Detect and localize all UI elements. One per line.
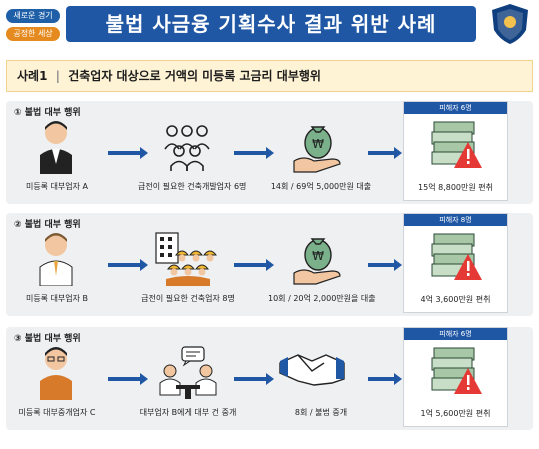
- section-3-profit: 1억 5,600만원 편취: [420, 409, 491, 418]
- arrow-icon: [234, 259, 274, 271]
- arrow-icon: [234, 373, 274, 385]
- lender-b-icon: [39, 233, 73, 286]
- money-bag-hand-icon: ₩: [293, 126, 341, 173]
- case-title-bar: 사례1 | 건축업자 대상으로 거액의 미등록 고금리 대부행위: [6, 60, 533, 92]
- section-1: ① 불법 대부 행위 미등록 대부업자 A 급전이 필요한 건축개발업자 6명 …: [6, 101, 533, 204]
- arrow-icon: [234, 147, 274, 159]
- header: 새로운 경기 공정한 세상 불법 사금융 기획수사 결과 위반 사례: [0, 0, 539, 50]
- section-2-victim-box: 피해자 8명 4억 3,600만원 편취: [403, 213, 508, 313]
- arrow-icon: [108, 259, 148, 271]
- arrow-icon: [368, 373, 402, 385]
- section-2-header: ② 불법 대부 행위: [14, 220, 81, 230]
- svg-text:₩: ₩: [312, 137, 324, 151]
- section-3-loan: 8회 / 불법 중개: [294, 408, 348, 417]
- arrow-icon: [108, 373, 148, 385]
- arrow-icon: [108, 147, 148, 159]
- brand-tag-new-gyeonggi: 새로운 경기: [6, 9, 60, 23]
- section-3-victims: 피해자 6명: [404, 328, 507, 340]
- section-2-loan: 10회 / 20억 2,000만원을 대출: [268, 294, 376, 303]
- developers-group-icon: [164, 125, 210, 171]
- section-2-profit: 4억 3,600만원 편취: [420, 295, 491, 304]
- section-3-header: ③ 불법 대부 행위: [14, 334, 81, 344]
- section-1-victim-box: 피해자 6명 15억 8,800만원 편취: [403, 101, 508, 201]
- arrow-icon: [368, 259, 402, 271]
- section-1-header: ① 불법 대부 행위: [14, 108, 81, 118]
- section-1-actor: 미등록 대부업자 A: [25, 182, 89, 191]
- section-1-loan: 14회 / 69억 5,000만원 대출: [270, 182, 372, 191]
- case-label: 사례1: [17, 69, 48, 83]
- section-3-victim-box: 피해자 6명 1억 5,600만원 편취: [403, 327, 508, 427]
- section-3-actor: 미등록 대부중개업자 C: [18, 408, 96, 417]
- broker-c-icon: [40, 347, 72, 400]
- section-2-victims: 피해자 8명: [404, 214, 507, 226]
- money-warning-icon: [431, 347, 482, 394]
- svg-text:₩: ₩: [312, 249, 324, 263]
- section-2-target: 급전이 필요한 건축업자 8명: [141, 294, 235, 303]
- money-warning-icon: [431, 121, 482, 168]
- arrow-icon: [368, 147, 402, 159]
- page-title: 불법 사금융 기획수사 결과 위반 사례: [66, 6, 476, 42]
- money-bag-hand-icon: ₩: [293, 238, 341, 285]
- money-warning-icon: [431, 233, 482, 280]
- section-2: ② 불법 대부 행위 미등록 대부업자 B 급전이 필요한 건축업자 8명 ₩: [6, 213, 533, 316]
- section-3-target: 대부업자 B에게 대부 건 중개: [139, 408, 237, 417]
- section-1-victims: 피해자 6명: [404, 102, 507, 114]
- section-1-profit: 15억 8,800만원 편취: [418, 183, 493, 192]
- brand-tag-fair-world: 공정한 세상: [6, 27, 60, 41]
- case-title: 건축업자 대상으로 거액의 미등록 고금리 대부행위: [68, 69, 321, 83]
- consultation-icon: [159, 346, 217, 399]
- section-3: ③ 불법 대부 행위 미등록 대부중개업자 C 대부업자 B에게 대부 건 중개…: [6, 327, 533, 430]
- special-judicial-police-emblem-icon: [492, 4, 528, 44]
- case-divider: |: [55, 69, 61, 83]
- section-1-target: 급전이 필요한 건축개발업자 6명: [138, 182, 247, 191]
- construction-workers-icon: [155, 232, 218, 286]
- handshake-icon: [279, 354, 345, 386]
- section-2-actor: 미등록 대부업자 B: [25, 294, 89, 303]
- lender-a-icon: [40, 121, 72, 174]
